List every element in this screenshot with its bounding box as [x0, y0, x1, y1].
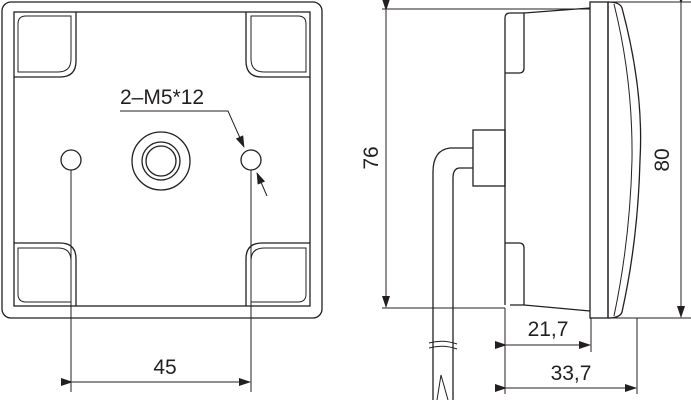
lens	[607, 1, 642, 319]
dimension-80-label: 80	[651, 148, 674, 171]
mounting-hole-right	[240, 149, 262, 171]
dimension-45-label: 45	[153, 356, 176, 379]
outer-housing	[1, 1, 323, 319]
dimension-76-label: 76	[360, 146, 383, 169]
corner-pads	[14, 12, 310, 306]
mounting-hole-left	[60, 149, 82, 171]
front-view: 2–M5*12 45	[1, 1, 323, 392]
connector-box	[472, 129, 506, 187]
housing-body	[504, 1, 609, 319]
cable	[428, 147, 473, 400]
hole-arrow	[256, 172, 268, 197]
thread-callout-leader	[120, 110, 245, 148]
dimension-21-7-label: 21,7	[528, 318, 569, 341]
dimension-33-7-label: 33,7	[551, 362, 592, 385]
side-view: 76 80 21,7 33,7	[360, 0, 691, 400]
thread-callout-label: 2–M5*12	[120, 86, 204, 109]
inner-panel	[13, 11, 311, 307]
center-cable-grommet	[131, 131, 191, 191]
